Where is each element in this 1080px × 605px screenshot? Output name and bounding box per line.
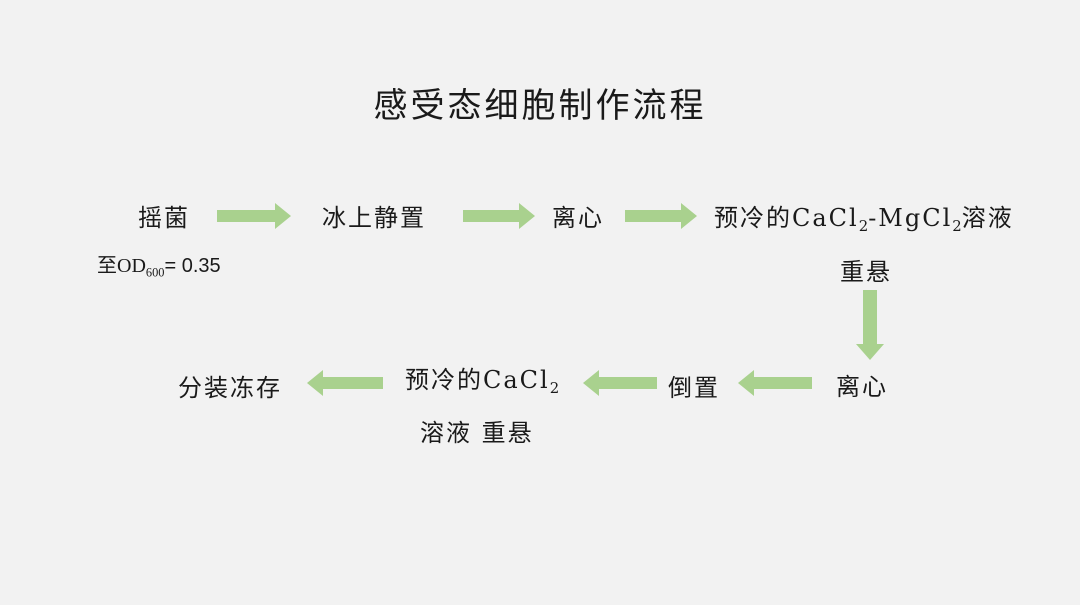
- resuspend1-sub2: 2: [952, 217, 962, 236]
- node-invert: 倒置: [668, 374, 720, 402]
- node-resuspend-1: 预冷的CaCl2-MgCl2溶液: [714, 206, 1014, 234]
- node-resuspend-1-line2: 重悬: [840, 258, 892, 286]
- arrow-left-1: [738, 370, 812, 396]
- resuspend2-pre: 预冷的CaCl: [405, 366, 550, 394]
- arrow-right-3: [625, 203, 697, 229]
- arrow-left-3: [307, 370, 383, 396]
- node-aliquot: 分装冻存: [178, 374, 282, 402]
- note-prefix: 至: [97, 255, 117, 277]
- node-centrifuge-1: 离心: [552, 204, 604, 232]
- arrow-right-1: [217, 203, 291, 229]
- note-od: OD: [117, 255, 146, 277]
- note-od-sub: 600: [145, 265, 165, 280]
- node-ice: 冰上静置: [322, 204, 426, 232]
- resuspend2-sub: 2: [549, 379, 560, 398]
- arrow-right-2: [463, 203, 535, 229]
- resuspend1-post: 溶液: [961, 204, 1014, 232]
- resuspend1-sub1: 2: [858, 217, 869, 236]
- node-shake-note: 至OD600= 0.35: [97, 256, 221, 279]
- diagram-title: 感受态细胞制作流程: [373, 86, 707, 126]
- arrow-left-2: [583, 370, 657, 396]
- node-resuspend-2-line2: 溶液 重悬: [420, 419, 534, 447]
- node-shake: 摇菌: [138, 204, 190, 232]
- node-centrifuge-2: 离心: [836, 373, 888, 401]
- arrow-down: [856, 290, 884, 360]
- resuspend1-pre: 预冷的CaCl: [714, 204, 859, 232]
- note-value: = 0.35: [164, 255, 221, 277]
- node-resuspend-2: 预冷的CaCl2: [405, 368, 559, 396]
- resuspend1-mid: -MgCl: [868, 204, 953, 232]
